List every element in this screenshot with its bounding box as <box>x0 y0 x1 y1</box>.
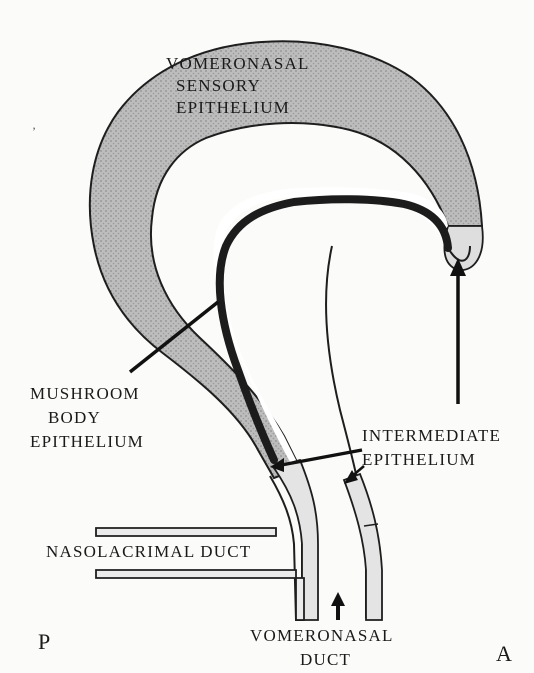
label-vno-duct-line-1: VOMERONASAL <box>250 626 394 646</box>
vno-duct-arrowhead <box>331 592 345 606</box>
label-anterior: A <box>496 644 512 664</box>
label-mushroom-line-3: EPITHELIUM <box>30 432 144 452</box>
label-mushroom-line-1: MUSHROOM <box>30 384 140 404</box>
label-nasolacrimal-duct: NASOLACRIMAL DUCT <box>46 542 251 562</box>
label-posterior: P <box>38 632 50 652</box>
nasolacrimal-duct-lower <box>96 570 304 620</box>
label-vno-sensory-line-3: EPITHELIUM <box>176 98 290 118</box>
stray-mark: ’ <box>32 124 36 138</box>
label-vno-duct-line-2: DUCT <box>300 650 351 670</box>
label-vno-sensory-line-2: SENSORY <box>176 76 261 96</box>
label-vno-sensory-line-1: VOMERONASAL <box>166 54 310 74</box>
vomeronasal-duct-right-wall <box>344 474 382 620</box>
label-intermediate-line-1: INTERMEDIATE <box>362 426 501 446</box>
nasolacrimal-duct <box>96 528 276 536</box>
mushroom-body-epithelium <box>220 199 448 460</box>
label-mushroom-line-2: BODY <box>48 408 101 428</box>
label-intermediate-line-2: EPITHELIUM <box>362 450 476 470</box>
